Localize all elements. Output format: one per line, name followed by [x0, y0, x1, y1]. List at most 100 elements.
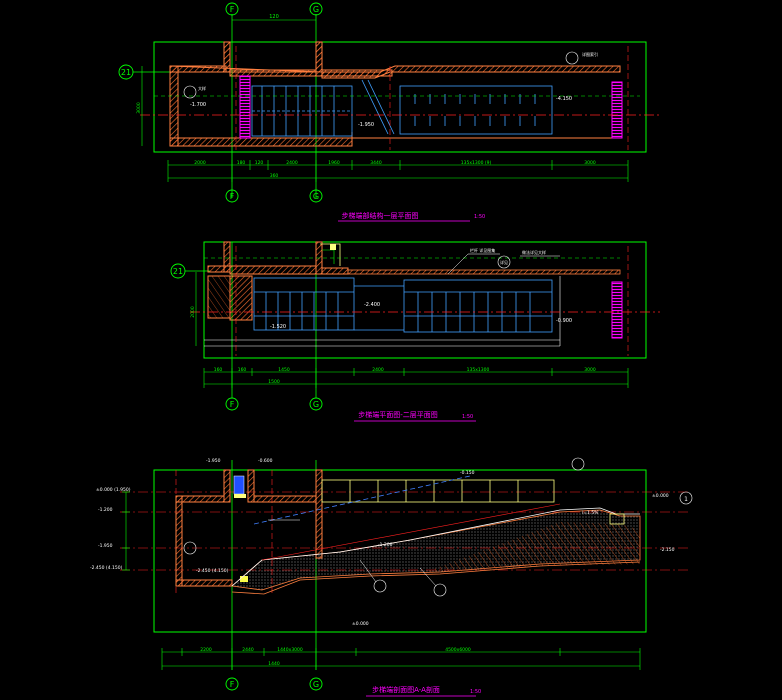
section-level-label-3: -1.950 [98, 543, 113, 549]
plan-middle-wall-c [229, 265, 317, 275]
plan-upper: F G F G 21 120 [118, 2, 660, 222]
plan-upper-dim-9: 360 [270, 173, 279, 179]
plan-middle-vdim-text: 2000 [190, 306, 196, 318]
section-frame [153, 469, 647, 633]
section-ramp-hatch [420, 522, 640, 574]
plan-middle-leader-a [447, 253, 469, 275]
section-mid-elev: -2.450 (4.150) [196, 568, 229, 574]
plan-upper-dim-8: 3000 [584, 160, 596, 166]
plan-middle-label-g: G [313, 400, 319, 409]
plan-middle-steps-right [403, 279, 553, 333]
plan-middle-callout-c: 做法详见大样 [522, 249, 546, 255]
plan-middle-col-b [229, 275, 253, 321]
plan-upper-title: 步梯端部结构一层平面图 [342, 211, 419, 220]
plan-middle-elev-2: -1.520 [270, 324, 286, 330]
plan-upper-wall-top-mid [229, 69, 317, 77]
section-slope-red [261, 503, 561, 561]
plan-middle-dim-6: 3000 [584, 367, 596, 373]
section-floor-note: ±0.000 [352, 621, 369, 627]
section-leader-a [359, 559, 377, 583]
section-ramp-bottom-line [231, 561, 641, 595]
section-wall-g [315, 469, 323, 559]
plan-middle-wall-b [223, 241, 231, 273]
plan-upper-frame [153, 41, 647, 153]
section-mark-label: 1 [684, 496, 688, 503]
plan-upper-dim-3: 120 [255, 160, 264, 166]
section-railing [321, 479, 555, 503]
section-dim-2: 2440 [242, 647, 254, 653]
plan-upper-vdim-text: 3000 [136, 102, 142, 114]
plan-upper-dim-chain [167, 160, 629, 182]
plan-middle-dim-2: 160 [238, 367, 247, 373]
section-slope-blue [253, 475, 471, 525]
section-yellow-cap [234, 494, 246, 498]
plan-middle-bubble-f [225, 397, 239, 411]
plan-middle-title: 步梯端平面图-二层平面图 [358, 410, 438, 419]
plan-upper-dim-4: 2400 [286, 160, 298, 166]
plan-upper-detail-bubble-b [565, 51, 579, 65]
section-title: 步梯端剖面图A-A剖面 [372, 685, 440, 694]
plan-upper-wall-stub-f [223, 41, 231, 73]
plan-upper-elev-2: -1.950 [358, 122, 374, 128]
plan-middle-dim-1: 160 [214, 367, 223, 373]
section-wall-left [175, 495, 183, 587]
section-ramp-elev: -1.200 [378, 542, 393, 548]
plan-middle-wall-e [321, 267, 349, 275]
plan-middle-label-21: 21 [173, 267, 183, 276]
plan-upper-steps-right [399, 85, 553, 135]
section-slab-top-left [175, 495, 225, 503]
axis-bubble-f-top [225, 2, 239, 16]
axis-label-f-top: F [230, 5, 235, 14]
section-level-label-5: -2.150 [660, 547, 675, 553]
section-slab-top-mid [253, 495, 317, 503]
plan-upper-scale: 1:50 [474, 214, 485, 220]
section-bubble-f [225, 677, 239, 691]
plan-middle-callout-bubble [497, 255, 511, 269]
dim-top-text: 120 [269, 14, 279, 20]
plan-upper-wall-top-right [321, 69, 393, 77]
axis-bubble-f-bottom [225, 189, 239, 203]
section-top-mark-1: -1.950 [206, 458, 221, 464]
plan-upper-dim-1: 2000 [194, 160, 206, 166]
axis-bubble-g-top [309, 2, 323, 16]
section-dim-5: 1440 [268, 661, 280, 667]
section-ramp-top-line [231, 507, 640, 587]
plan-middle-callout-a: 栏杆 详见图集 [470, 247, 495, 253]
plan-upper-detail-bubble-a [183, 85, 197, 99]
plan-middle-frame [203, 241, 647, 359]
plan-upper-wall-stub-g [315, 41, 323, 77]
section-detail-bubble-top [571, 457, 585, 471]
section-mark-bubble [679, 491, 693, 505]
plan-middle-dim-4: 2400 [372, 367, 384, 373]
axis-label-g-bottom: G [313, 192, 319, 201]
plan-middle-wall-f [347, 269, 621, 275]
axis-label-21: 21 [121, 68, 131, 77]
plan-middle-rail [611, 281, 623, 339]
section-dim-4: 4500x6000 [445, 647, 471, 653]
plan-middle-scale: 1:50 [462, 414, 473, 420]
plan-middle-steps-left [253, 277, 355, 331]
section-dim-1: 2200 [200, 647, 212, 653]
plan-middle-dim-3: 1450 [278, 367, 290, 373]
section-level-label-1: ±0.000 (1.950) [96, 487, 131, 493]
plan-middle-beam-b [322, 249, 335, 264]
plan-upper-diag-b [367, 79, 395, 135]
plan-middle-beam-node [330, 244, 336, 250]
plan-middle-callout-b: 详见 [500, 259, 508, 265]
plan-upper-dim-6: 3440 [370, 160, 382, 166]
section-right-box [609, 513, 625, 525]
section-level-label-2: -1.200 [98, 507, 113, 513]
section-top-mark-2: -0.600 [258, 458, 273, 464]
plan-middle-dim-5: 135x1300 [467, 367, 490, 373]
plan-middle: F G 21 [170, 241, 660, 422]
plan-middle-dim-7: 1500 [268, 379, 280, 385]
plan-middle-label-f: F [230, 400, 235, 409]
plan-upper-steps-left [251, 85, 353, 137]
section-level-label-4: -2.450 (4.150) [90, 565, 123, 571]
axis-label-g-top: G [313, 5, 319, 14]
plan-upper-wall-left [169, 65, 179, 147]
section-detail-bubble-a [373, 579, 387, 593]
section-view: F G [90, 457, 693, 697]
section-col-f-b [247, 469, 255, 503]
